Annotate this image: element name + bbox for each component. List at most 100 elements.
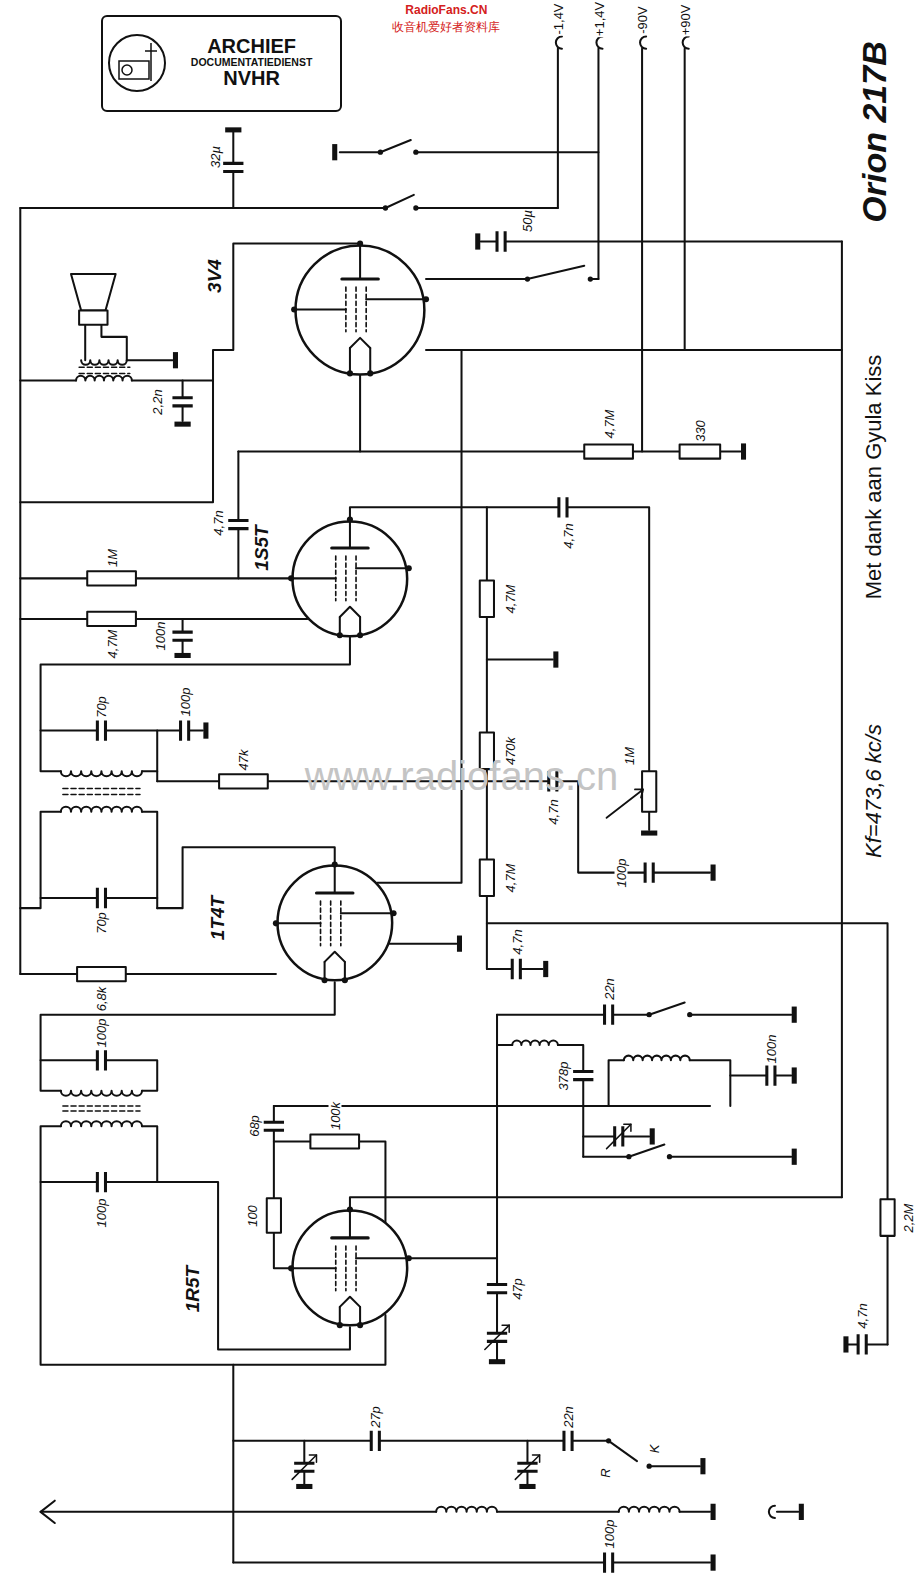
component-value: 6,8k — [95, 986, 108, 1013]
switch-blade — [385, 195, 413, 208]
wire — [390, 943, 457, 945]
wire — [377, 350, 461, 883]
junction-dot — [413, 205, 418, 210]
component-value: 4,7M — [504, 583, 517, 614]
terminal-symbol — [596, 37, 602, 49]
wire — [730, 1075, 791, 1077]
transformer-core — [63, 1106, 140, 1111]
junction-dot — [413, 150, 418, 155]
wire — [20, 812, 61, 908]
wire — [20, 244, 360, 503]
tube-electrodes — [288, 1206, 412, 1328]
wire — [426, 349, 842, 351]
capacitor-symbol — [605, 1005, 613, 1025]
wire — [127, 359, 173, 361]
coil-symbol — [624, 1056, 690, 1061]
component-value: 2,2n — [151, 388, 164, 415]
coil-symbol — [61, 1091, 142, 1096]
wire — [497, 1044, 512, 1046]
capacitor-symbol — [487, 1285, 507, 1293]
component-value: 100p — [602, 1519, 615, 1550]
resistor-symbol — [87, 612, 136, 626]
ground-symbol — [203, 722, 208, 738]
wire — [132, 379, 213, 381]
component-value: 47p — [511, 1277, 524, 1301]
capacitor-symbol — [97, 720, 105, 740]
capacitor-symbol — [97, 1050, 105, 1070]
component-value: 470k — [504, 736, 517, 766]
resistor-symbol — [480, 580, 494, 617]
credit-note: Met dank aan Gyula Kiss — [863, 354, 885, 601]
ground-symbol — [700, 1458, 705, 1474]
supply-terminal-label: +1,4V — [593, 1, 606, 37]
wire — [609, 1060, 624, 1106]
wire — [20, 379, 76, 381]
stamp-icon — [105, 21, 169, 105]
stamp-text: DOCUMENTATIEDIENST — [169, 58, 333, 69]
tube-type-label: 1T4T — [208, 894, 228, 942]
coil-symbol — [512, 1041, 558, 1046]
wire — [41, 637, 350, 771]
loudspeaker-cone — [71, 274, 116, 311]
capacitor-symbol — [645, 862, 653, 882]
switch-blade — [380, 140, 410, 152]
tube-type-label: 3V4 — [205, 257, 225, 295]
component-value: 100p — [178, 687, 191, 718]
wire — [481, 240, 842, 242]
variable-capacitor-symbol — [607, 1124, 631, 1148]
capacitor-symbol — [564, 1431, 572, 1451]
ground-symbol — [650, 1128, 655, 1144]
ground-symbol — [174, 422, 190, 427]
resistor-symbol — [219, 774, 268, 788]
ground-symbol — [799, 1504, 804, 1520]
ground-symbol — [711, 1554, 716, 1570]
terminal-symbol — [556, 37, 562, 49]
component-value: 4,7M — [105, 629, 118, 660]
component-value: 100p — [95, 1197, 108, 1228]
capacitor-symbol — [97, 888, 105, 908]
wire — [157, 1182, 350, 1349]
component-value: 1M — [105, 548, 118, 568]
wire — [359, 375, 361, 451]
wire — [416, 207, 558, 209]
ground-symbol — [741, 443, 746, 459]
wire — [426, 278, 527, 280]
junction-dot — [647, 1464, 652, 1469]
component-value: 100 — [245, 1204, 258, 1228]
wire — [350, 1197, 842, 1209]
switch-blade — [649, 1002, 685, 1014]
terminal-symbol — [683, 37, 689, 49]
wire — [408, 1257, 497, 1259]
component-value: 4,7n — [212, 509, 225, 536]
wire — [274, 1142, 386, 1222]
capacitor-symbol — [228, 521, 248, 529]
ground-symbol — [475, 233, 480, 249]
wire — [157, 847, 335, 908]
tube-envelope — [294, 244, 426, 376]
wire — [496, 1015, 498, 1360]
switch-blade — [629, 1145, 665, 1157]
watermark-text: 收音机爱好者资料库 — [391, 21, 501, 33]
wire — [340, 151, 381, 153]
wire — [20, 973, 276, 975]
component-value: 70p — [95, 695, 108, 719]
component-value: 100p — [95, 1017, 108, 1048]
supply-terminal-label: -90V — [636, 6, 649, 35]
wire — [84, 325, 86, 361]
component-value: 378p — [556, 1060, 569, 1091]
component-value: 70p — [95, 911, 108, 935]
switch-position-label: K — [648, 1444, 661, 1455]
wire — [649, 1465, 700, 1467]
vacuum-tube: 1R5T — [291, 1209, 409, 1327]
switch-blade — [527, 266, 584, 279]
component-value: 50µ — [521, 209, 534, 233]
switch-blade — [609, 1441, 637, 1461]
vacuum-tube: 3V4 — [294, 244, 426, 376]
watermark-text: RadioFans.CN — [404, 4, 488, 16]
junction-dot — [588, 276, 593, 281]
component-value: 4,7n — [511, 928, 524, 955]
wire — [557, 49, 559, 208]
wire — [233, 1562, 710, 1564]
tube-type-label: 1R5T — [183, 1263, 203, 1313]
capacitor-symbol — [497, 231, 505, 251]
